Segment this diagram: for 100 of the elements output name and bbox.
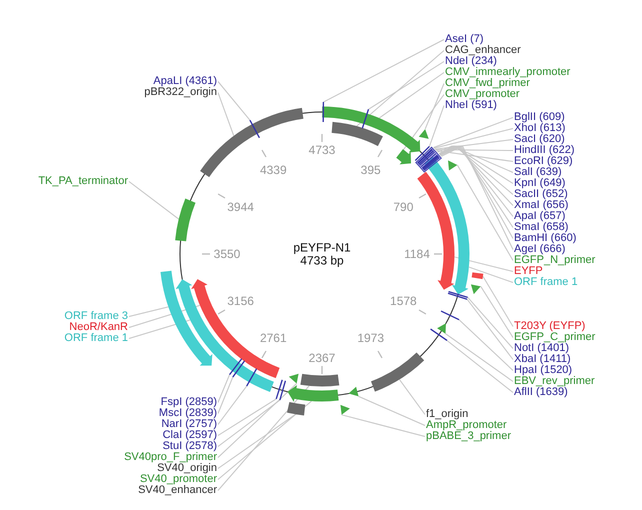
leader-line xyxy=(428,105,444,147)
feature-label: pBR322_origin xyxy=(144,87,217,98)
leader-line xyxy=(438,145,514,195)
leader-line xyxy=(446,340,514,393)
leader-line xyxy=(437,145,514,173)
leader-line xyxy=(438,145,514,184)
leader-line xyxy=(218,92,234,136)
cut-site-tick xyxy=(322,102,324,122)
feature-label: CMV_promoter xyxy=(445,89,520,100)
leader-line xyxy=(433,128,514,149)
leader-line xyxy=(128,181,180,220)
feature-band xyxy=(200,108,304,178)
cut-site-tick xyxy=(414,146,430,162)
plasmid-name: pEYFP-N1 xyxy=(293,242,351,254)
enzyme-label: ApaLI (4361) xyxy=(153,76,217,87)
enzyme-label: AflII (1639) xyxy=(514,387,568,398)
feature-band xyxy=(287,402,306,416)
enzyme-label: XbaI (1411) xyxy=(514,354,571,365)
triangle-icon xyxy=(340,404,350,415)
feature-label: f1_origin xyxy=(426,409,468,420)
leader-line xyxy=(398,379,426,415)
feature-label: EGFP_C_primer xyxy=(514,332,596,343)
cut-site-tick xyxy=(430,328,448,341)
triangle-icon xyxy=(448,160,458,170)
enzyme-label: NheI (591) xyxy=(445,100,497,111)
cut-site-tick xyxy=(448,292,468,300)
feature-label: CAG_enhancer xyxy=(445,45,521,56)
leader-line xyxy=(480,286,514,338)
feature-label: ORF frame 1 xyxy=(64,333,128,344)
triangle-icon xyxy=(470,284,481,294)
triangle-icon xyxy=(437,323,446,334)
cut-site-tick xyxy=(448,291,468,298)
feature-band xyxy=(370,352,424,392)
position-label: 3156 xyxy=(227,295,254,307)
leader-line xyxy=(218,386,248,425)
enzyme-label: EcoRI (629) xyxy=(514,156,573,167)
enzyme-label: HindIII (622) xyxy=(514,145,575,156)
feature-band xyxy=(160,270,212,366)
feature-label: pBABE_3_primer xyxy=(426,431,511,442)
enzyme-label: AseI (7) xyxy=(445,34,484,45)
position-label: 3944 xyxy=(227,201,254,213)
feature-label: AmpR_promoter xyxy=(426,420,507,431)
enzyme-label: NarI (2757) xyxy=(161,419,217,430)
feature-label: ORF frame 3 xyxy=(64,311,128,322)
leader-line xyxy=(128,306,169,317)
enzyme-label: XmaI (656) xyxy=(514,200,568,211)
leader-line xyxy=(434,149,514,151)
feature-label: CMV_immearly_promoter xyxy=(445,67,570,78)
enzyme-label: KpnI (649) xyxy=(514,178,566,189)
position-label: 1578 xyxy=(390,295,417,307)
position-label: 1184 xyxy=(404,248,430,260)
feature-label: TK_PA_terminator xyxy=(38,176,128,187)
position-label: 3550 xyxy=(214,248,240,260)
feature-label: SV40pro_F_primer xyxy=(124,452,217,463)
leader-line xyxy=(466,298,514,360)
leader-line xyxy=(436,150,514,162)
leader-line xyxy=(218,398,277,436)
enzyme-label: MscI (2839) xyxy=(158,408,217,419)
cut-site-tick xyxy=(279,380,286,400)
leader-line xyxy=(445,333,514,382)
leader-line xyxy=(378,72,444,119)
leader-line xyxy=(218,414,296,469)
leader-line xyxy=(218,400,280,447)
feature-band xyxy=(300,374,340,386)
feature-band xyxy=(396,149,412,164)
leader-line xyxy=(458,319,514,371)
position-label: 2367 xyxy=(308,352,336,364)
position-label: 1973 xyxy=(357,332,384,344)
cut-site-tick xyxy=(276,380,283,400)
enzyme-label: SalI (639) xyxy=(514,167,562,178)
enzyme-label: StuI (2578) xyxy=(162,441,217,452)
feature-label: NeoR/KanR xyxy=(69,322,128,333)
enzyme-label: HpaI (1520) xyxy=(514,365,572,376)
feature-band xyxy=(332,122,383,146)
leader-line xyxy=(432,117,514,148)
leader-line xyxy=(218,383,298,458)
feature-label: SV40_promoter xyxy=(140,474,217,485)
position-label: 2761 xyxy=(260,332,287,344)
triangle-icon xyxy=(348,386,359,396)
triangle-icon xyxy=(418,129,429,139)
feature-label: SV40_enhancer xyxy=(138,485,217,496)
enzyme-label: SacI (620) xyxy=(514,134,565,145)
leader-line xyxy=(424,83,444,130)
enzyme-label: AgeI (666) xyxy=(514,244,566,255)
feature-label: T203Y (EYFP) xyxy=(514,321,586,332)
enzyme-label: BglII (609) xyxy=(514,112,565,123)
enzyme-label: SmaI (658) xyxy=(514,222,568,233)
leader-line xyxy=(218,385,310,491)
enzyme-label: NotI (1401) xyxy=(514,343,570,354)
feature-label: CMV_fwd_primer xyxy=(445,78,530,89)
leader-line xyxy=(358,396,426,426)
leader-line xyxy=(322,39,444,102)
enzyme-label: FspI (2859) xyxy=(160,397,217,408)
feature-label: ORF frame 1 xyxy=(514,277,578,288)
cut-site-cluster xyxy=(415,146,442,172)
leader-line xyxy=(456,164,514,261)
position-label: 395 xyxy=(360,164,381,176)
feature-label: SV40_origin xyxy=(157,463,217,474)
enzyme-label: SacII (652) xyxy=(514,189,568,200)
leader-line xyxy=(218,81,250,121)
